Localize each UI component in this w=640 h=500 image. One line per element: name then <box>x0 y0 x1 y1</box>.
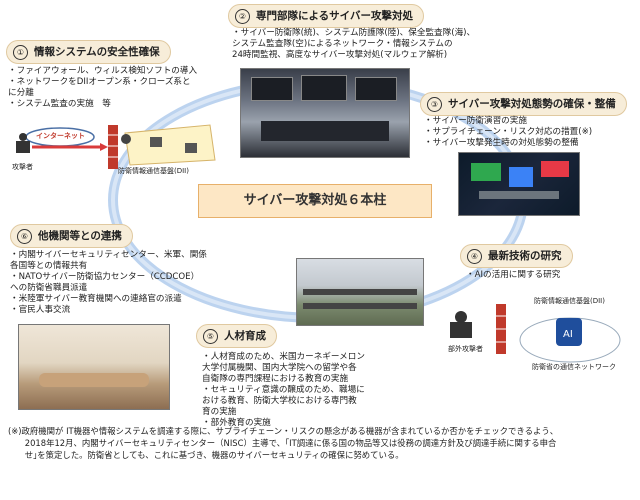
pillar-6-number: ⑥ <box>17 229 32 244</box>
dii-label-2: 防衛情報通信基盤(DII) <box>534 296 605 306</box>
dii-label-1: 防衛情報通信基盤(DII) <box>118 166 189 176</box>
attacker-label: 攻撃者 <box>12 162 33 172</box>
pillar-4-text: ・AIの活用に関する研究 <box>466 270 560 281</box>
pillar-3-number: ③ <box>427 97 442 112</box>
photo-meeting-room <box>18 324 170 410</box>
pillar-5-number: ⑤ <box>203 329 218 344</box>
pillar-5-text: ・人材育成のため、米国カーネギーメロン 大学付属機関、国内大学院への留学や各 自… <box>202 352 365 429</box>
photo-cyber-exercise <box>458 152 580 216</box>
pillar-3-text: ・サイバー防衛演習の実施 ・サプライチェーン・リスク対応の措置(※) ・サイバー… <box>424 116 592 149</box>
pillar-4-number: ④ <box>467 249 482 264</box>
footnote: (※)政府機関が IT機器や情報システムを調達する際に、サプライチェーン・リスク… <box>8 425 632 461</box>
pillar-1-text: ・ファイアウォール、ウィルス検知ソフトの導入 ・ネットワークをDIIオープン系・… <box>8 66 197 110</box>
ai-chip-label: AI <box>563 329 573 340</box>
photo-cyber-unit <box>240 68 410 158</box>
firewall-wall-2 <box>496 304 506 354</box>
pillar-2-number: ② <box>235 9 250 24</box>
outside-attacker-label: 部外攻撃者 <box>448 344 483 354</box>
firewall-diagram <box>0 115 230 185</box>
photo-classroom <box>296 258 424 326</box>
center-title: サイバー攻撃対処６本柱 <box>198 184 432 218</box>
pillar-6-text: ・内閣サイバーセキュリティセンター、米軍、関係 各国等との情報共有 ・NATOサ… <box>10 250 207 316</box>
pillar-1-number: ① <box>13 45 28 60</box>
pillar-2-text: ・サイバー防衛隊(統)、システム防護隊(陸)、保全監査隊(海)、 システム監査隊… <box>232 28 475 61</box>
attacker-figure <box>16 141 30 153</box>
firewall-wall <box>108 125 118 169</box>
mod-network-label: 防衛省の通信ネットワーク <box>532 362 616 372</box>
internet-label: インターネット <box>36 131 85 141</box>
